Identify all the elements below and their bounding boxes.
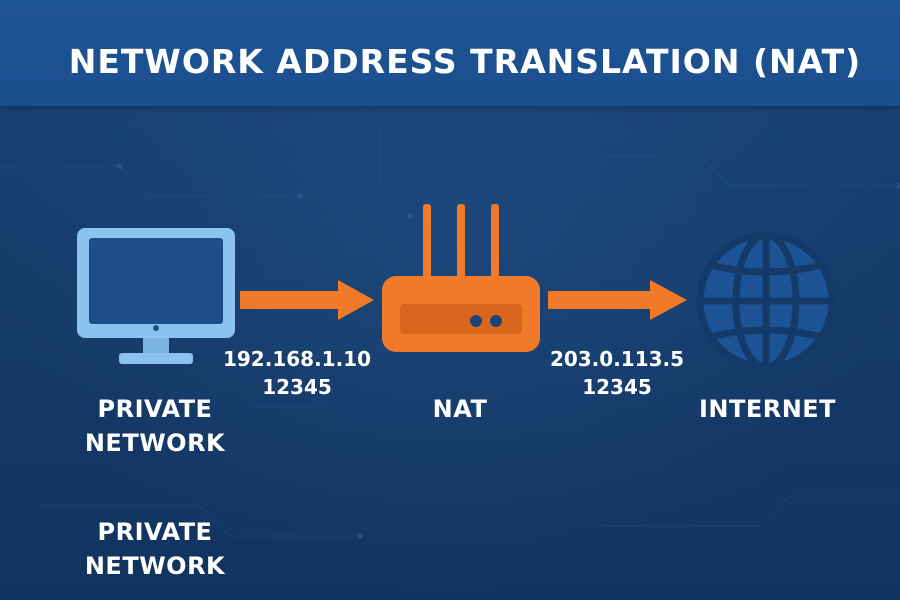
title-banner: NETWORK ADDRESS TRANSLATION (NAT) <box>0 0 900 106</box>
private-address: 192.168.1.10 12345 <box>222 345 372 401</box>
public-ip: 203.0.113.5 <box>549 347 685 371</box>
arrow-nat-to-internet <box>548 280 687 320</box>
private-port: 12345 <box>262 375 332 399</box>
computer-monitor-icon <box>77 228 235 364</box>
globe-icon <box>696 231 836 371</box>
arrow-private-to-nat <box>240 280 374 320</box>
nat-label: NAT <box>432 395 488 423</box>
private-network-label: PRIVATE NETWORK <box>84 395 226 457</box>
public-address: 203.0.113.5 12345 <box>542 345 692 401</box>
router-icon <box>382 204 540 352</box>
internet-label: INTERNET <box>698 395 837 423</box>
public-port: 12345 <box>582 375 652 399</box>
private-network-label-duplicate: PRIVATE NETWORK <box>84 518 226 580</box>
private-ip: 192.168.1.10 <box>222 347 372 371</box>
page-title: NETWORK ADDRESS TRANSLATION (NAT) <box>68 42 862 81</box>
circuit-background-decoration <box>0 126 900 539</box>
